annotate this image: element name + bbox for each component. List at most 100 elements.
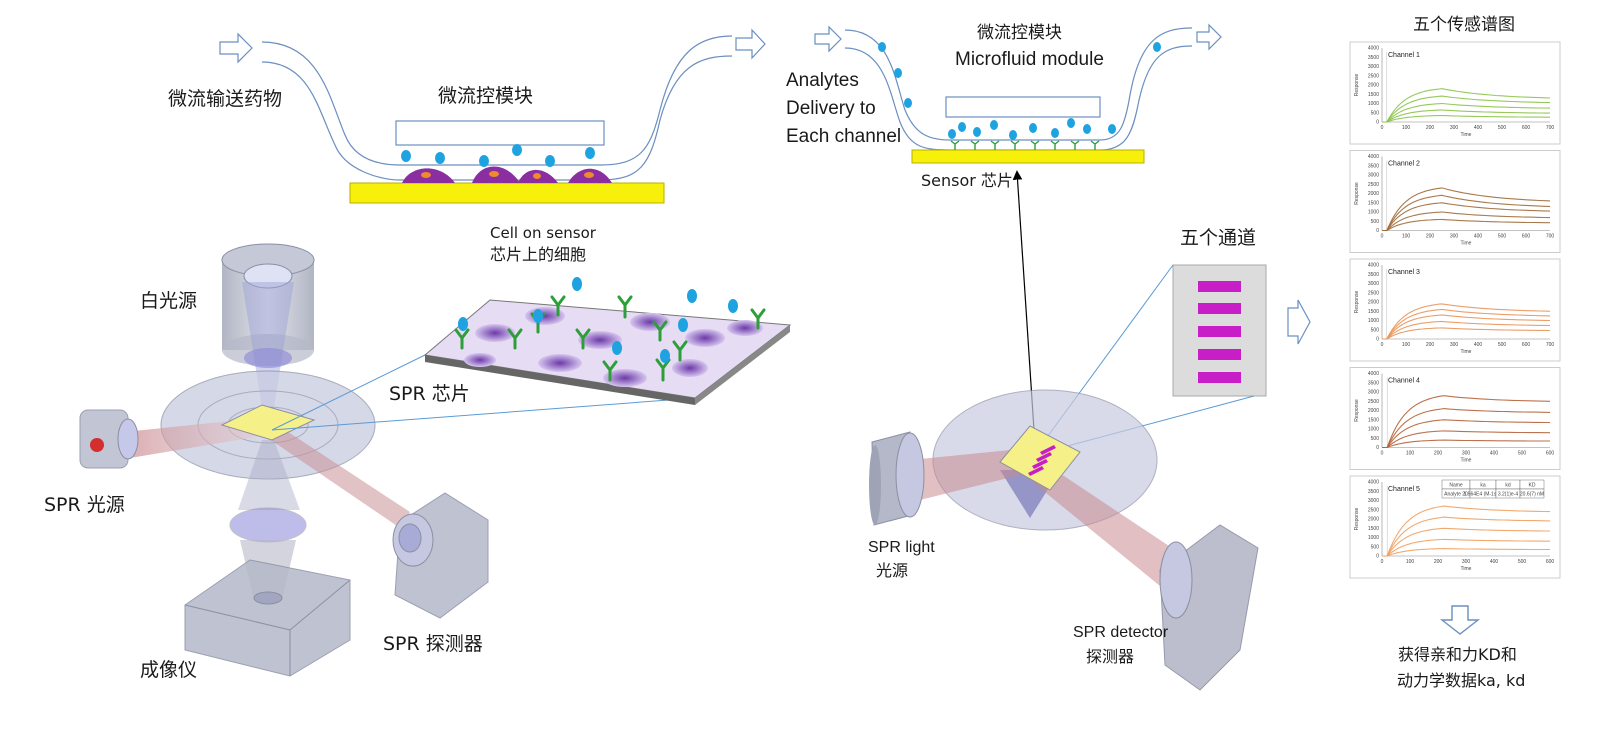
series-line bbox=[1382, 516, 1551, 557]
x-tick-label: 600 bbox=[1546, 559, 1555, 565]
y-tick-label: 3500 bbox=[1368, 163, 1379, 169]
y-tick-label: 2500 bbox=[1368, 507, 1379, 513]
x-tick-label: 600 bbox=[1546, 451, 1555, 457]
sensorgram-channel-1: Channel 10500100015002000250030003500400… bbox=[1349, 41, 1561, 145]
x-tick-label: 200 bbox=[1434, 559, 1443, 565]
y-tick-label: 1000 bbox=[1368, 535, 1379, 541]
y-tick-label: 2000 bbox=[1368, 408, 1379, 414]
microfluid-module-box bbox=[395, 120, 605, 146]
y-tick-label: 1000 bbox=[1368, 101, 1379, 107]
y-tick-label: 2000 bbox=[1368, 517, 1379, 523]
y-tick-label: 2500 bbox=[1368, 399, 1379, 405]
y-axis-label: Response bbox=[1354, 182, 1360, 205]
x-axis-label: Time bbox=[1461, 241, 1472, 247]
y-tick-label: 2500 bbox=[1368, 290, 1379, 296]
y-tick-label: 4000 bbox=[1368, 480, 1379, 486]
series-line bbox=[1382, 439, 1550, 449]
left-panel: 微流输送药物 微流控模块 白光源 bbox=[44, 28, 792, 681]
x-tick-label: 0 bbox=[1381, 559, 1384, 565]
x-tick-label: 700 bbox=[1546, 342, 1555, 348]
top-left-label: 微流输送药物 bbox=[168, 88, 282, 110]
x-tick-label: 200 bbox=[1426, 234, 1435, 240]
y-tick-label: 4000 bbox=[1368, 263, 1379, 269]
y-tick-label: 3500 bbox=[1368, 380, 1379, 386]
spr-light-label: SPR 光源 bbox=[44, 494, 125, 516]
series-line bbox=[1382, 548, 1550, 557]
spr-detector bbox=[392, 492, 489, 619]
table-header: ka bbox=[1480, 483, 1486, 489]
chart-title: Channel 5 bbox=[1388, 486, 1420, 493]
sensorgram-charts: Channel 10500100015002000250030003500400… bbox=[1349, 41, 1561, 579]
mid-spr-light-cn: 光源 bbox=[876, 561, 908, 580]
x-tick-label: 700 bbox=[1546, 125, 1555, 131]
x-tick-label: 100 bbox=[1406, 451, 1415, 457]
y-tick-label: 3000 bbox=[1368, 281, 1379, 287]
y-tick-label: 0 bbox=[1376, 120, 1379, 126]
x-axis-label: Time bbox=[1461, 132, 1472, 138]
mid-spr-detector-cn: 探测器 bbox=[1086, 647, 1134, 666]
sensorgram-channel-4: Channel 40500100015002000250030003500400… bbox=[1349, 367, 1561, 470]
mid-spr-detector bbox=[1159, 524, 1259, 691]
x-tick-label: 400 bbox=[1490, 559, 1499, 565]
sensorgram-channel-2: Channel 20500100015002000250030003500400… bbox=[1349, 150, 1561, 253]
channel-bars bbox=[1198, 281, 1241, 383]
analytes-line2: Delivery to bbox=[786, 98, 876, 119]
y-tick-label: 500 bbox=[1371, 436, 1380, 442]
y-tick-label: 3000 bbox=[1368, 64, 1379, 70]
mid-spr-detector-en: SPR detector bbox=[1073, 624, 1169, 641]
y-tick-label: 500 bbox=[1371, 110, 1380, 116]
x-tick-label: 200 bbox=[1426, 125, 1435, 131]
spectra-title: 五个传感谱图 bbox=[1413, 15, 1515, 35]
table-value: 1.564E4 (M-1s-1) bbox=[1464, 492, 1503, 498]
x-axis-label: Time bbox=[1461, 349, 1472, 355]
y-tick-label: 1500 bbox=[1368, 309, 1379, 315]
chart-title: Channel 2 bbox=[1388, 161, 1420, 168]
x-tick-label: 300 bbox=[1462, 451, 1471, 457]
y-tick-label: 3000 bbox=[1368, 390, 1379, 396]
series-line bbox=[1382, 102, 1551, 123]
series-line bbox=[1382, 211, 1551, 232]
chart-title: Channel 3 bbox=[1388, 269, 1420, 276]
spr-detector-label: SPR 探测器 bbox=[383, 633, 483, 655]
y-tick-label: 3500 bbox=[1368, 55, 1379, 61]
middle-panel: 微流控模块 Microfluid module Analytes Deliver… bbox=[786, 23, 1311, 691]
y-tick-label: 0 bbox=[1376, 554, 1379, 560]
spr-incident-beam bbox=[125, 418, 262, 458]
y-tick-label: 500 bbox=[1371, 219, 1380, 225]
series-line bbox=[1382, 538, 1550, 557]
x-tick-label: 400 bbox=[1474, 234, 1483, 240]
microfluid-label: 微流控模块 bbox=[438, 85, 533, 107]
mid-microfluid-box bbox=[945, 96, 1101, 118]
y-axis-label: Response bbox=[1354, 508, 1360, 531]
y-tick-label: 0 bbox=[1376, 337, 1379, 343]
series-line bbox=[1382, 202, 1551, 232]
x-tick-label: 400 bbox=[1474, 125, 1483, 131]
x-tick-label: 100 bbox=[1402, 125, 1411, 131]
y-tick-label: 3500 bbox=[1368, 489, 1379, 495]
series-line bbox=[1382, 95, 1551, 123]
five-channels-label: 五个通道 bbox=[1180, 227, 1256, 249]
series-line bbox=[1382, 303, 1551, 340]
x-tick-label: 300 bbox=[1462, 559, 1471, 565]
spr-reflected-beam bbox=[262, 420, 410, 528]
x-tick-label: 0 bbox=[1381, 451, 1384, 457]
chip-to-sensor-arrow bbox=[1012, 170, 1035, 431]
series-line bbox=[1382, 187, 1551, 232]
x-tick-label: 0 bbox=[1381, 234, 1384, 240]
bottom-beam bbox=[238, 440, 300, 510]
y-tick-label: 2500 bbox=[1368, 182, 1379, 188]
y-tick-label: 3000 bbox=[1368, 173, 1379, 179]
series-line bbox=[1382, 320, 1551, 340]
series-line bbox=[1382, 419, 1550, 449]
x-tick-label: 500 bbox=[1498, 234, 1507, 240]
y-tick-label: 1500 bbox=[1368, 526, 1379, 532]
x-tick-label: 600 bbox=[1522, 125, 1531, 131]
y-tick-label: 2500 bbox=[1368, 73, 1379, 79]
chart-frame bbox=[1349, 150, 1561, 253]
result-line2: 动力学数据ka, kd bbox=[1397, 671, 1525, 690]
table-value: 3.2(1)e-4 bbox=[1498, 492, 1519, 498]
series-line bbox=[1382, 194, 1551, 232]
sensorgram-channel-5: Channel 50500100015002000250030003500400… bbox=[1349, 475, 1561, 579]
flow-arrow-out-icon bbox=[735, 28, 766, 60]
x-tick-label: 600 bbox=[1522, 342, 1531, 348]
